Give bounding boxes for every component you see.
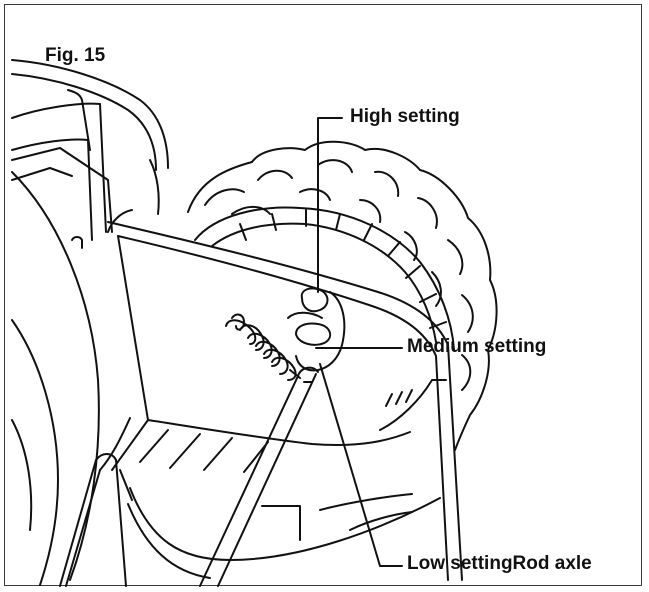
wheel-tread-pattern — [204, 159, 474, 391]
slot-medium — [295, 322, 332, 346]
leader-lines — [261, 117, 403, 567]
side-plate-shading — [139, 429, 269, 473]
wheel-hub-segments — [239, 209, 447, 329]
label-high-setting: High setting — [350, 106, 460, 127]
grass-catcher-frame — [11, 59, 169, 241]
roller-drum — [11, 171, 100, 586]
leader-high — [317, 117, 343, 293]
deck-base — [59, 453, 441, 587]
wheel-clips — [385, 389, 413, 407]
wheel-tread-outline — [187, 140, 498, 451]
adjustment-lever — [199, 366, 319, 587]
side-plate — [71, 221, 463, 581]
figure-title: Fig. 15 — [45, 45, 106, 66]
label-low-setting-rod-axle: Low settingRod axle — [407, 553, 592, 574]
wheel — [187, 140, 498, 451]
wheel-lower-edge — [379, 379, 447, 431]
wheel-hub-ring — [194, 206, 455, 351]
slot-high — [300, 287, 329, 313]
leader-low — [319, 363, 403, 567]
wheel-hub-ring-inner — [211, 222, 437, 343]
label-medium-setting: Medium setting — [407, 336, 547, 357]
spring — [225, 313, 301, 381]
height-adjust-bracket — [287, 287, 346, 372]
bracket-outline — [295, 291, 346, 372]
leader-rod-axle — [261, 505, 301, 541]
